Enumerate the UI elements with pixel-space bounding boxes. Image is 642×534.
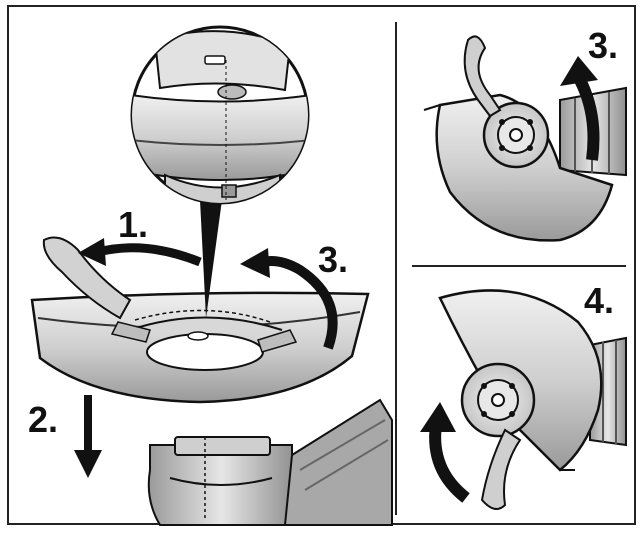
arrow-rotate-tr — [560, 56, 600, 161]
arrow-step-1 — [78, 238, 202, 267]
grinder-head — [147, 398, 393, 526]
step-label-2: 2. — [28, 399, 58, 440]
bottom-right-panel: 4. — [420, 280, 627, 510]
protective-guard — [30, 236, 370, 404]
arrow-step-3 — [240, 248, 338, 350]
magnifier-pointer — [200, 200, 222, 318]
clamp-lever-br — [480, 428, 522, 510]
br-step-label-4: 4. — [584, 280, 614, 321]
tr-step-label-3: 3. — [588, 25, 618, 66]
arrow-step-2 — [74, 395, 102, 478]
top-right-panel: 3. — [423, 25, 627, 242]
arrow-rotate-br — [420, 402, 470, 503]
step-label-3: 3. — [318, 239, 348, 280]
left-panel: 1. 2. 3. — [28, 25, 393, 526]
clamp-lever-tr — [463, 35, 502, 118]
magnified-detail — [130, 25, 310, 205]
step-label-1: 1. — [118, 204, 148, 245]
